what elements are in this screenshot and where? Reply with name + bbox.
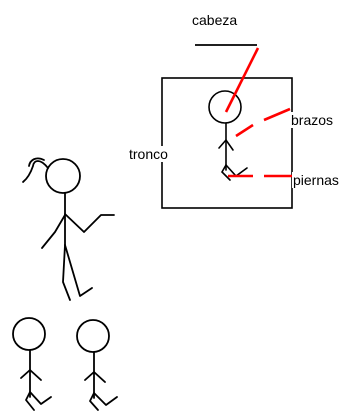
arms-label: brazos [290, 112, 335, 128]
diagram-figure-leg-right [225, 164, 248, 178]
arms-pointer-1 [235, 123, 254, 138]
small-figure-2-leg-left [89, 392, 99, 411]
head-label: cabeza [192, 12, 238, 28]
girl-leg-right [64, 244, 93, 297]
diagram-figure-head [208, 90, 242, 124]
small-figure-1 [12, 317, 52, 411]
small-figure-2-arms [84, 371, 106, 383]
girl-ponytail [22, 157, 49, 183]
diagram-figure-leg-left [221, 164, 231, 181]
girl-leg-left [62, 244, 71, 301]
torso-label: tronco [128, 146, 169, 162]
small-figure-1-leg-right [29, 391, 52, 405]
arms-pointer-2 [263, 107, 291, 122]
small-figure-1-head [12, 317, 46, 351]
pointer-lines [224, 47, 292, 178]
head-pointer [224, 47, 260, 113]
legs-label: piernas [292, 172, 340, 188]
girl-arm-left [41, 214, 66, 249]
small-figure-2-leg-right [93, 392, 118, 406]
girl-head [45, 158, 81, 194]
small-figure-2 [76, 319, 118, 411]
diagram-frame [161, 77, 293, 209]
girl-stick-figure [22, 157, 115, 301]
diagram-figure-arm [218, 138, 234, 151]
diagram-stick-figure [208, 90, 248, 181]
small-figure-1-arms [20, 369, 42, 381]
girl-arm-right [64, 213, 115, 233]
small-figure-1-leg-left [25, 391, 35, 411]
small-figure-2-head [76, 319, 110, 353]
